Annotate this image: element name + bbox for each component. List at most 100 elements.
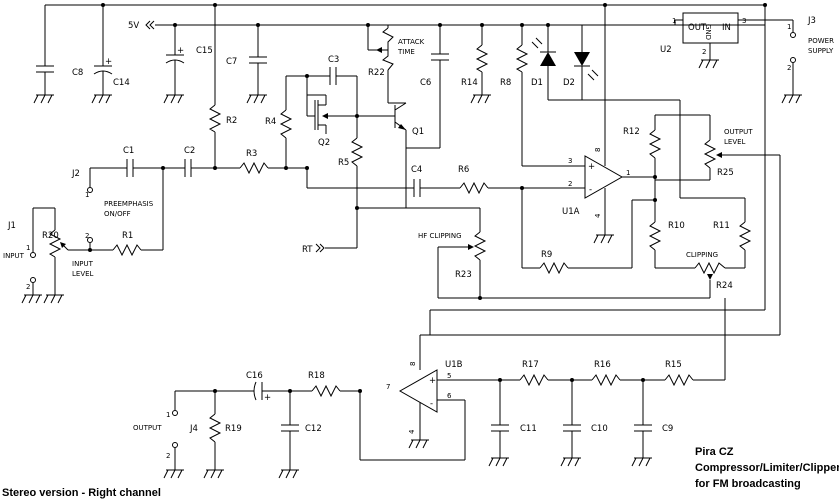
r8-label: R8 bbox=[500, 78, 511, 88]
capacitor-c1 bbox=[125, 159, 185, 177]
supply-label: 5V bbox=[128, 21, 139, 31]
input-level-label-1: INPUT bbox=[72, 260, 94, 268]
svg-text:+: + bbox=[177, 46, 184, 56]
resistor-chain bbox=[480, 298, 726, 387]
r6-label: R6 bbox=[458, 165, 469, 175]
u2-in: IN bbox=[722, 23, 731, 33]
capacitor-c12 bbox=[278, 391, 299, 479]
footer-caption: Stereo version - Right channel bbox=[2, 487, 161, 499]
j1-pin1: 1 bbox=[26, 244, 30, 252]
u2-label: U2 bbox=[660, 45, 672, 55]
q2-label: Q2 bbox=[318, 138, 330, 148]
r11-label: R11 bbox=[713, 221, 730, 231]
rt-label: RT bbox=[302, 245, 313, 255]
connector-j2 bbox=[87, 167, 125, 250]
resistor-r3 bbox=[239, 161, 309, 175]
jfet-q2 bbox=[306, 76, 359, 188]
led-d2 bbox=[548, 24, 599, 100]
capacitor-c8 bbox=[33, 5, 54, 104]
u1a-plus: + bbox=[588, 162, 595, 172]
r18-label: R18 bbox=[308, 371, 325, 381]
j3-label: J3 bbox=[807, 16, 816, 26]
r9-label: R9 bbox=[541, 250, 552, 260]
output-level-label-1: OUTPUT bbox=[724, 128, 753, 136]
u1b-label: U1B bbox=[445, 360, 463, 370]
r19-label: R19 bbox=[225, 424, 242, 434]
clipping-label: CLIPPING bbox=[686, 251, 718, 259]
r15-label: R15 bbox=[665, 360, 682, 370]
potentiometer-r24 bbox=[438, 261, 726, 299]
u1a-pin8: 8 bbox=[594, 148, 602, 152]
u1a-pin2: 2 bbox=[568, 180, 572, 188]
potentiometer-r25 bbox=[655, 139, 781, 335]
opamp-u1b bbox=[359, 369, 480, 461]
u1a-pin4: 4 bbox=[594, 213, 602, 218]
u1a-label: U1A bbox=[562, 207, 580, 217]
output-level-label-2: LEVEL bbox=[724, 138, 746, 146]
d1-label: D1 bbox=[531, 78, 543, 88]
resistor-r19 bbox=[203, 391, 224, 479]
r24-label: R24 bbox=[716, 281, 733, 291]
c8-label: C8 bbox=[72, 68, 83, 78]
preemph-label-2: ON/OFF bbox=[104, 210, 131, 218]
j1-label: J1 bbox=[7, 221, 16, 231]
r22-label: R22 bbox=[368, 68, 385, 78]
j1-pin2: 2 bbox=[26, 283, 30, 291]
u2-pin2: 2 bbox=[702, 48, 706, 56]
svg-text:+: + bbox=[105, 57, 112, 67]
r3-label: R3 bbox=[246, 149, 257, 159]
connector-j4 bbox=[163, 391, 184, 479]
capacitor-c7 bbox=[246, 25, 267, 104]
r23-label: R23 bbox=[455, 270, 472, 280]
resistor-r11 bbox=[725, 221, 752, 269]
capacitor-c11 bbox=[488, 380, 509, 467]
input-label: INPUT bbox=[3, 252, 25, 260]
r2-label: R2 bbox=[226, 116, 237, 126]
opamp-u1a bbox=[584, 30, 657, 244]
j4-label: J4 bbox=[189, 424, 198, 434]
capacitor-c2 bbox=[184, 159, 240, 177]
capacitor-c3 bbox=[329, 67, 358, 116]
attack-label-1: ATTACK bbox=[398, 38, 425, 46]
capacitor-c6 bbox=[406, 25, 449, 149]
power-label-1: POWER bbox=[808, 37, 834, 45]
j2-pin2: 2 bbox=[85, 232, 89, 240]
u1b-minus: - bbox=[430, 399, 433, 409]
svg-text:+: + bbox=[264, 393, 271, 403]
capacitor-c16: + bbox=[175, 381, 271, 403]
output-label: OUTPUT bbox=[133, 424, 162, 432]
d2-label: D2 bbox=[563, 78, 575, 88]
potentiometer-r20 bbox=[43, 229, 90, 304]
potentiometer-r23 bbox=[357, 207, 487, 300]
r12-label: R12 bbox=[623, 127, 640, 137]
capacitor-c9 bbox=[631, 380, 652, 467]
resistor-r18 bbox=[262, 384, 362, 398]
c12-label: C12 bbox=[305, 424, 322, 434]
q1-label: Q1 bbox=[412, 127, 424, 137]
r5-label: R5 bbox=[338, 158, 349, 168]
resistor-r4 bbox=[279, 74, 330, 168]
r4-label: R4 bbox=[265, 117, 276, 127]
c2-label: C2 bbox=[184, 146, 195, 156]
capacitor-c10 bbox=[560, 380, 581, 467]
c9-label: C9 bbox=[662, 424, 673, 434]
resistor-r8 bbox=[515, 25, 585, 167]
u1b-pin7: 7 bbox=[386, 383, 390, 391]
u2-out: OUT bbox=[688, 23, 707, 33]
capacitor-c14: + bbox=[91, 5, 113, 104]
c6-label: C6 bbox=[420, 78, 431, 88]
u1b-pin4: 4 bbox=[408, 429, 416, 434]
c1-label: C1 bbox=[123, 146, 134, 156]
hf-clipping-label: HF CLIPPING bbox=[418, 232, 462, 240]
r20-label: R20 bbox=[42, 231, 59, 241]
title-line-1: Pira CZ bbox=[695, 446, 734, 458]
supply-rail bbox=[45, 3, 767, 30]
u1b-pin6: 6 bbox=[447, 392, 452, 400]
j2-pin1: 1 bbox=[85, 191, 89, 199]
j4-pin2: 2 bbox=[166, 452, 170, 460]
resistor-r9 bbox=[521, 188, 657, 275]
j4-pin1: 1 bbox=[166, 411, 170, 419]
j3-pin1: 1 bbox=[787, 23, 791, 31]
r14-label: R14 bbox=[461, 78, 478, 88]
